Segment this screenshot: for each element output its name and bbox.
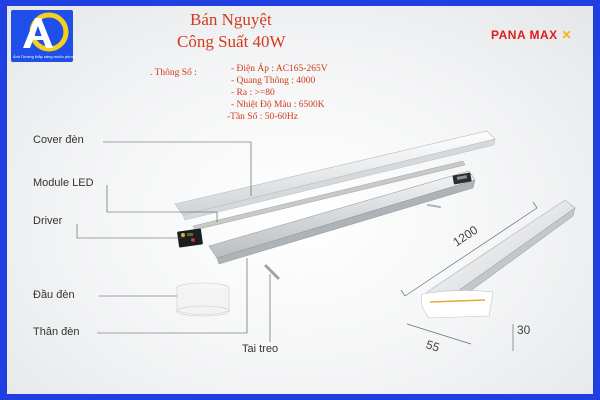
cover-part [174,130,496,221]
lamp-exploded-diagram [76,130,576,351]
spec-item: - Điện Áp : AC165-265V [231,64,328,74]
brand-swoosh-icon: ✕ [561,28,573,42]
hanger-part [264,264,280,280]
spec-item: -Tần Số : 50-60Hz [227,112,298,122]
product-power: Công Suất 40W [177,32,286,51]
module-led-part [192,160,466,231]
assembled-lamp [421,199,576,319]
label-cap: Đầu đèn [33,289,75,301]
label-module-led: Module LED [33,177,94,189]
spec-item: - Nhiệt Độ Màu : 6500K [231,100,325,110]
cap-part [176,282,230,317]
spec-item: - Ra : >=80 [231,88,275,98]
callout-lines [76,141,271,342]
product-canvas: Ánh Dương thắp sáng muôn phương PANA MAX… [7,6,593,394]
brand-logo: PANA MAX ✕ [491,28,572,42]
driver-part [177,228,203,248]
connector-part [452,172,472,185]
dimension-lines [400,201,538,351]
brand-name: PANA MAX [491,28,558,42]
body-part [208,170,476,265]
company-logo: Ánh Dương thắp sáng muôn phương [11,10,75,62]
label-driver: Driver [33,215,63,227]
spec-label: . Thông Số : [150,68,197,78]
logo-tagline: Ánh Dương thắp sáng muôn phương [13,54,75,59]
logo-mark-icon [23,12,69,52]
spec-item: - Quang Thông : 4000 [231,76,316,86]
label-hanger: Tai treo [242,343,279,355]
dimension-height: 30 [517,323,531,337]
label-cover: Cover đèn [33,134,84,146]
product-title: Bán Nguyệt [190,10,272,29]
label-body: Thân đèn [33,326,80,338]
